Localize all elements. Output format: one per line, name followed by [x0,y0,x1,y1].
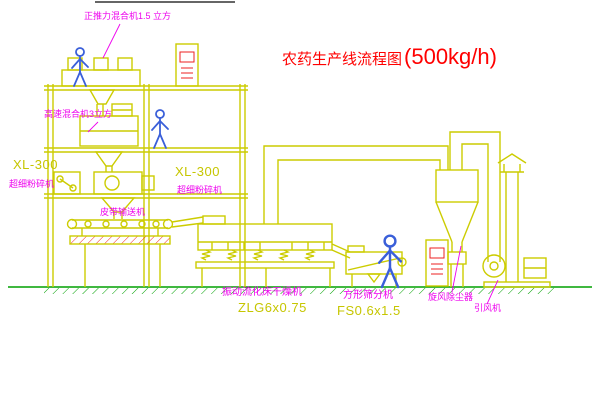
label-left-mill-name: 超细粉碎机 [9,179,55,189]
thrust-mixer-drawing [61,57,141,105]
cabinet-a-screen [179,51,195,63]
label-center-mill-name: 超细粉碎机 [177,185,223,195]
diagram-title-capacity: (500kg/h) [404,44,497,69]
center-mill-drawing [93,166,155,219]
label-leader-lines [87,23,499,305]
cabinet-b-screen [429,247,445,259]
belt-conveyor-drawing [66,218,174,287]
label-high-speed-mixer: 高速混合机3立方 [44,109,113,119]
label-center-mill-model: XL-300 [175,164,220,179]
fan-stack-drawing [482,153,551,288]
label-sieve-name: 方形筛分机 [343,290,393,301]
cabinet-a-text-marks [181,67,193,79]
high-speed-mixer-drawing [79,103,139,167]
worker-figures [71,47,403,289]
control-cabinet-a [175,43,199,87]
control-cabinet-b [425,239,449,287]
label-sieve-model: FS0.6x1.5 [337,303,401,318]
left-mill-drawing [53,171,81,195]
label-belt-conveyor: 皮带输送机 [100,207,146,217]
worker-figure-top [71,47,89,87]
label-fan-name: 引风机 [474,303,502,313]
square-sieve-drawing [345,245,407,287]
fluid-bed-dryer-drawing [171,215,351,287]
label-cyclone-name: 旋风除尘器 [428,292,474,302]
label-dryer-model: ZLG6x0.75 [238,300,307,315]
label-dryer-name: 振动流化床干燥机 [222,287,302,298]
diagram-title-text: 农药生产线流程图 [282,51,403,68]
cyclone-drawing [435,131,501,287]
label-thrust-mixer: 正推力混合机1.5 立方 [84,11,172,21]
cabinet-b-text-marks [431,263,443,275]
label-left-mill-model: XL-300 [13,157,58,172]
exhaust-duct-drawing [263,145,449,224]
diagram-title: 农药生产线流程图(500kg/h) [282,44,497,70]
worker-figure-mid [151,109,169,149]
